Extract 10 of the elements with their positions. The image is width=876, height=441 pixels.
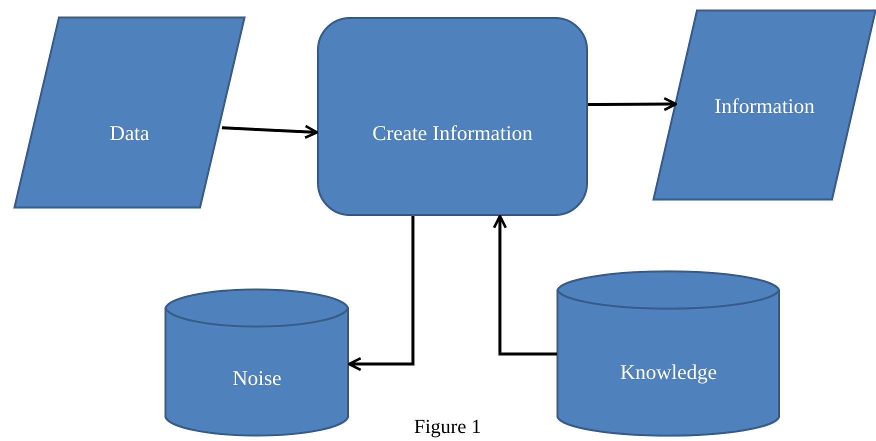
arrow — [492, 214, 557, 356]
node-label: Create Information — [371, 121, 534, 146]
node-label: Noise — [232, 366, 282, 391]
node-label: Information — [713, 94, 816, 119]
arrow — [348, 216, 414, 372]
arrow — [588, 97, 678, 112]
node-label: Knowledge — [619, 360, 718, 385]
figure-caption: Figure 1 — [414, 416, 482, 439]
node-label: Data — [108, 121, 150, 146]
arrow — [222, 124, 318, 139]
